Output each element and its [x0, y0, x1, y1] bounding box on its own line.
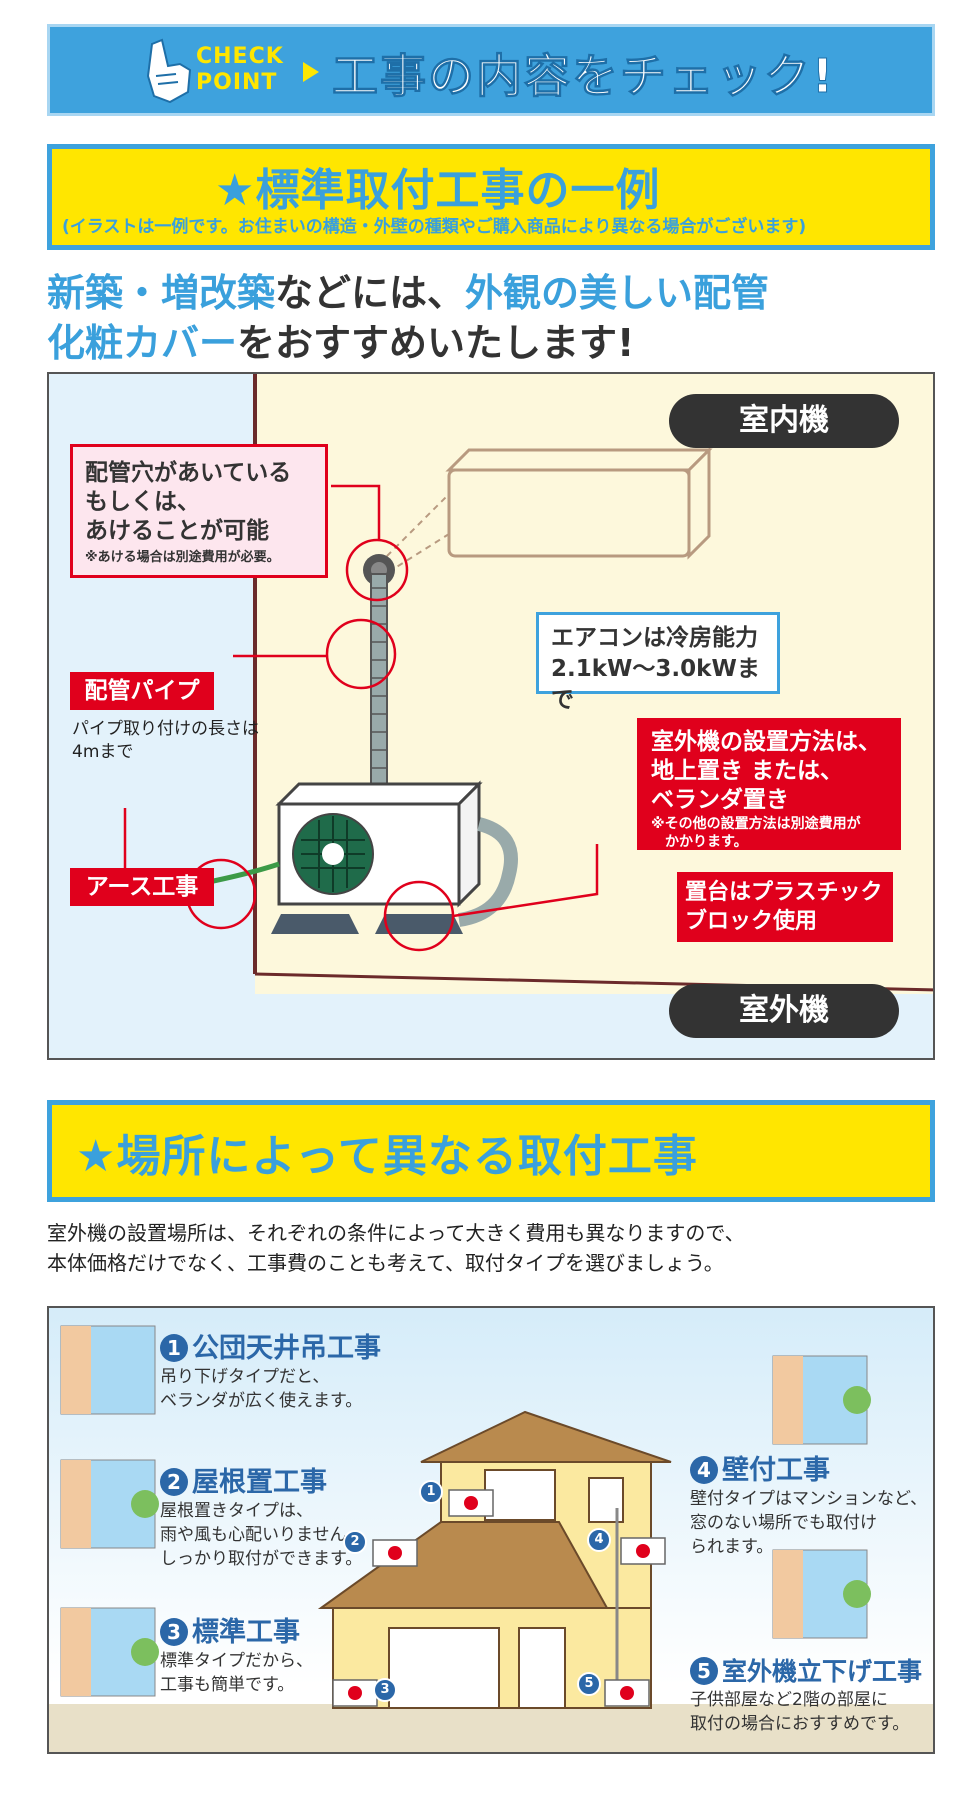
pipe-hole-callout: 配管穴があいている もしくは、 あけることが可能 ※あける場合は別途費用が必要。: [70, 444, 328, 578]
place-desc-line: 室外機の設置場所は、それぞれの条件によって大きく費用も異なりますので、: [47, 1221, 745, 1245]
option-desc-line: 吊り下げタイプだと、: [160, 1367, 330, 1387]
pipe-desc-line: パイプ取り付けの長さは: [72, 719, 259, 739]
option-desc-line: 標準タイプだから、: [160, 1651, 313, 1671]
standard-install-header: [47, 144, 935, 250]
outdoor-unit-label: 室外機: [669, 984, 899, 1038]
option-desc-line: ベランダが広く使えます。: [160, 1391, 363, 1411]
house-marker-3: 3: [373, 1678, 397, 1702]
stand-callout: 置台はプラスチック ブロック使用: [677, 872, 893, 942]
option-title: 室外機立下げ工事: [722, 1657, 923, 1686]
aircon-line: エアコンは冷房能力: [551, 625, 758, 651]
pipe-label: 配管パイプ: [70, 672, 214, 710]
option-desc-line: しっかり取付ができます。: [160, 1549, 363, 1569]
badge-line2: POINT: [196, 70, 278, 95]
headline-seg3: 外観の美しい配管: [465, 271, 770, 315]
option-desc-line: 壁付タイプはマンションなど、: [690, 1489, 928, 1509]
outdoor-method-note: ※その他の設置方法は別途費用が: [651, 816, 861, 832]
headline-seg2: などには、: [275, 271, 466, 315]
headline-seg1: 新築・増改築: [47, 271, 276, 315]
house-marker-5: 5: [577, 1672, 601, 1696]
pointing-hand-icon: [146, 38, 192, 104]
option-desc-line: 取付の場合におすすめです。: [690, 1714, 910, 1734]
badge-line1: CHECK: [196, 44, 284, 69]
stand-line: ブロック使用: [685, 909, 818, 934]
option-number-badge: 4: [690, 1456, 718, 1484]
pipe-length-desc: パイプ取り付けの長さは 4mまで: [72, 718, 259, 764]
earth-work-label: アース工事: [70, 868, 214, 906]
outdoor-method-note: かかります。: [665, 834, 748, 850]
outdoor-method-line: 地上置き または、: [651, 758, 844, 784]
check-point-banner: [47, 24, 935, 116]
option-title: 標準工事: [192, 1617, 300, 1648]
standard-install-title: ★標準取付工事の一例: [215, 165, 661, 216]
house-marker-4: 4: [587, 1528, 611, 1552]
place-install-desc: 室外機の設置場所は、それぞれの条件によって大きく費用も異なりますので、 本体価格…: [47, 1218, 745, 1278]
outdoor-method-line: 室外機の設置方法は、: [651, 729, 881, 755]
option-title: 屋根置工事: [192, 1467, 327, 1498]
option-title: 壁付工事: [722, 1455, 830, 1486]
option-desc-line: 屋根置きタイプは、: [160, 1501, 313, 1521]
pipe-hole-line: あけることが可能: [85, 518, 269, 544]
option-number-badge: 5: [690, 1657, 718, 1685]
stand-line: 置台はプラスチック: [685, 880, 883, 905]
option-number-badge: 1: [160, 1334, 188, 1362]
house-illustration: [49, 1325, 933, 1752]
place-install-title: ★場所によって異なる取付工事: [76, 1131, 698, 1182]
pipe-hole-line: もしくは、: [85, 489, 200, 515]
option-number-badge: 3: [160, 1618, 188, 1646]
option-number-badge: 2: [160, 1468, 188, 1496]
check-point-badge: CHECK POINT: [196, 44, 284, 96]
option-title: 公団天井吊工事: [192, 1333, 381, 1364]
aircon-capacity-callout: エアコンは冷房能力 2.1kW〜3.0kWまで: [536, 612, 780, 713]
option-desc-line: 工事も簡単です。: [160, 1675, 295, 1695]
option-desc-line: 雨や風も心配いりません。: [160, 1525, 364, 1545]
aircon-line: 2.1kW〜3.0kWまで: [551, 656, 760, 713]
recommend-headline: 新築・増改築などには、外観の美しい配管 化粧カバーをおすすめいたします!: [47, 268, 769, 368]
indoor-unit-label: 室内機: [669, 394, 899, 448]
banner-title: 工事の内容をチェック!: [332, 49, 835, 104]
house-marker-1: 1: [419, 1480, 443, 1504]
outdoor-method-callout: 室外機の設置方法は、 地上置き または、 ベランダ置き ※その他の設置方法は別途…: [637, 718, 901, 850]
pipe-hole-note: ※あける場合は別途費用が必要。: [85, 550, 280, 565]
option-desc-line: 子供部屋など2階の部屋に: [690, 1690, 888, 1710]
place-desc-line: 本体価格だけでなく、工事費のことも考えて、取付タイプを選びましょう。: [47, 1251, 724, 1275]
headline-seg4: 化粧カバー: [47, 321, 238, 365]
standard-install-note: (イラストは一例です。お住まいの構造・外壁の種類やご購入商品により異なる場合がご…: [62, 217, 807, 237]
pipe-desc-line: 4mまで: [72, 742, 134, 762]
option-desc-line: られます。: [690, 1537, 774, 1557]
option-desc-line: 窓のない場所でも取付け: [690, 1513, 877, 1533]
house-marker-2: 2: [343, 1530, 367, 1554]
pipe-hole-line: 配管穴があいている: [85, 460, 292, 486]
triangle-arrow-icon: [303, 62, 319, 82]
headline-seg5: をおすすめいたします!: [237, 321, 635, 365]
outdoor-method-line: ベランダ置き: [651, 787, 789, 813]
place-install-header: [47, 1100, 935, 1202]
installation-types-scene: [47, 1306, 935, 1754]
